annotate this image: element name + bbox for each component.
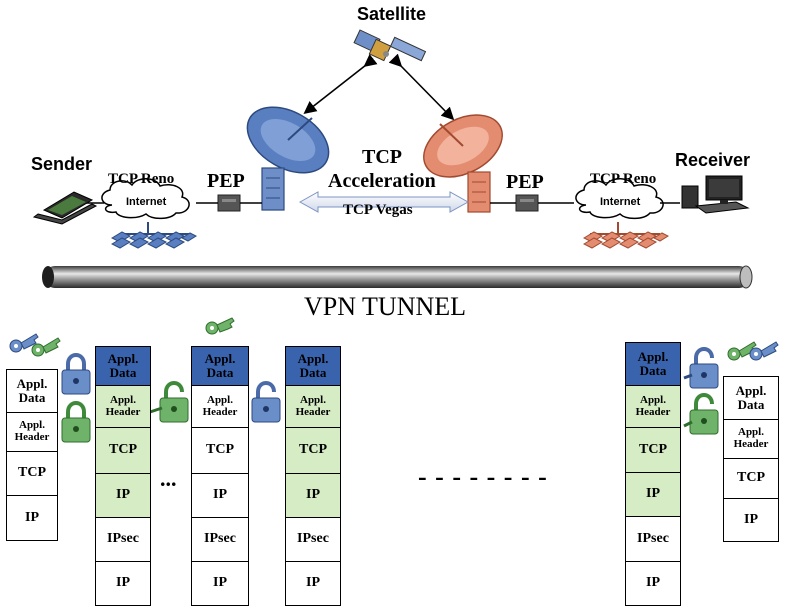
- stack-cell-outer-ip: IP: [191, 561, 249, 606]
- satellite-icon: [353, 29, 427, 62]
- tcp-reno-left-label: TCP Reno: [108, 171, 175, 187]
- stack-cell-outer-ip: IP: [95, 561, 151, 606]
- lock-blue-open-icon: [683, 347, 719, 389]
- vpn-tunnel-label: VPN TUNNEL: [304, 292, 467, 321]
- stack-cell-ip: IP: [191, 473, 249, 518]
- internet-right-label: Internet: [600, 196, 641, 208]
- stack-cell-appl-data: Appl. Data: [6, 369, 58, 413]
- stack-cell-appl-header: Appl. Header: [625, 385, 681, 428]
- stack-cell-appl-data: Appl. Data: [95, 346, 151, 386]
- sender-laptop-icon: [32, 191, 98, 225]
- vpn-tunnel-bar: [42, 265, 753, 289]
- ellipsis-small: ...: [160, 466, 177, 491]
- internet-cloud-right-icon: [575, 178, 680, 220]
- stack-cell-tcp: TCP: [723, 458, 779, 499]
- stack-cell-tcp: TCP: [625, 427, 681, 473]
- stack-cell-appl-header: Appl. Header: [191, 385, 249, 428]
- network-illustration: [32, 29, 753, 289]
- satellite-dish-left-icon: [246, 106, 330, 211]
- sender-label: Sender: [31, 154, 93, 174]
- stack-cell-ip: IP: [95, 473, 151, 518]
- pep-server-right-icon: [490, 194, 574, 212]
- key-blue-icon: [749, 341, 779, 361]
- pep-right-label: PEP: [506, 171, 544, 193]
- uplink-arrow-left: [303, 54, 378, 114]
- stack-cell-appl-header: Appl. Header: [6, 412, 58, 452]
- uplink-arrow-right: [388, 53, 455, 121]
- stack-cell-appl-header: Appl. Header: [95, 385, 151, 428]
- key-blue-icon: [9, 333, 39, 353]
- stack-cell-ip: IP: [723, 498, 779, 542]
- receiver-desktop-icon: [681, 175, 750, 214]
- receiver-label: Receiver: [675, 150, 751, 170]
- lock-blue-open-icon: [251, 381, 281, 423]
- lock-green-open-icon: [149, 381, 189, 423]
- stack-cell-outer-ip: IP: [625, 561, 681, 606]
- key-green-icon: [727, 341, 757, 361]
- tcp-acceleration-line1: TCP: [362, 146, 402, 168]
- internet-cloud-left-icon: [86, 178, 190, 220]
- lan-hosts-left-icon: [110, 222, 198, 249]
- satellite-label: Satellite: [357, 4, 427, 24]
- internet-left-label: Internet: [126, 196, 167, 208]
- stack-cell-appl-data: Appl. Data: [285, 346, 341, 386]
- tcp-reno-right-label: TCP Reno: [590, 171, 657, 187]
- ellipsis-dashes: - - - - - - - -: [418, 462, 548, 491]
- pep-server-left-icon: [196, 194, 262, 212]
- tcp-acceleration-line2: Acceleration: [328, 170, 436, 192]
- pep-left-label: PEP: [207, 170, 245, 192]
- stack-cell-ipsec: IPsec: [95, 517, 151, 562]
- stack-cell-appl-data: Appl. Data: [191, 346, 249, 386]
- stack-cell-ip: IP: [6, 495, 58, 541]
- key-green-icon: [31, 337, 61, 357]
- satellite-dish-right-icon: [423, 114, 503, 213]
- lock-green-open-icon: [683, 393, 719, 435]
- stack-cell-tcp: TCP: [95, 427, 151, 474]
- lock-green-icon: [61, 401, 91, 443]
- stack-cell-appl-data: Appl. Data: [723, 376, 779, 420]
- stack-cell-ip: IP: [625, 472, 681, 517]
- tcp-vegas-link: [298, 191, 470, 213]
- stack-cell-appl-header: Appl. Header: [285, 385, 341, 428]
- stack-cell-appl-header: Appl. Header: [723, 419, 779, 459]
- stack-cell-ip: IP: [285, 473, 341, 518]
- stack-cell-ipsec: IPsec: [191, 517, 249, 562]
- stack-cell-tcp: TCP: [285, 427, 341, 474]
- lock-blue-icon: [61, 353, 91, 395]
- stack-cell-ipsec: IPsec: [285, 517, 341, 562]
- key-green-icon: [205, 317, 235, 335]
- stack-cell-ipsec: IPsec: [625, 516, 681, 562]
- tcp-vegas-label: TCP Vegas: [343, 202, 413, 218]
- lan-hosts-right-icon: [582, 222, 670, 249]
- stack-cell-tcp: TCP: [6, 451, 58, 496]
- stack-cell-outer-ip: IP: [285, 561, 341, 606]
- stack-cell-appl-data: Appl. Data: [625, 342, 681, 386]
- stack-cell-tcp: TCP: [191, 427, 249, 474]
